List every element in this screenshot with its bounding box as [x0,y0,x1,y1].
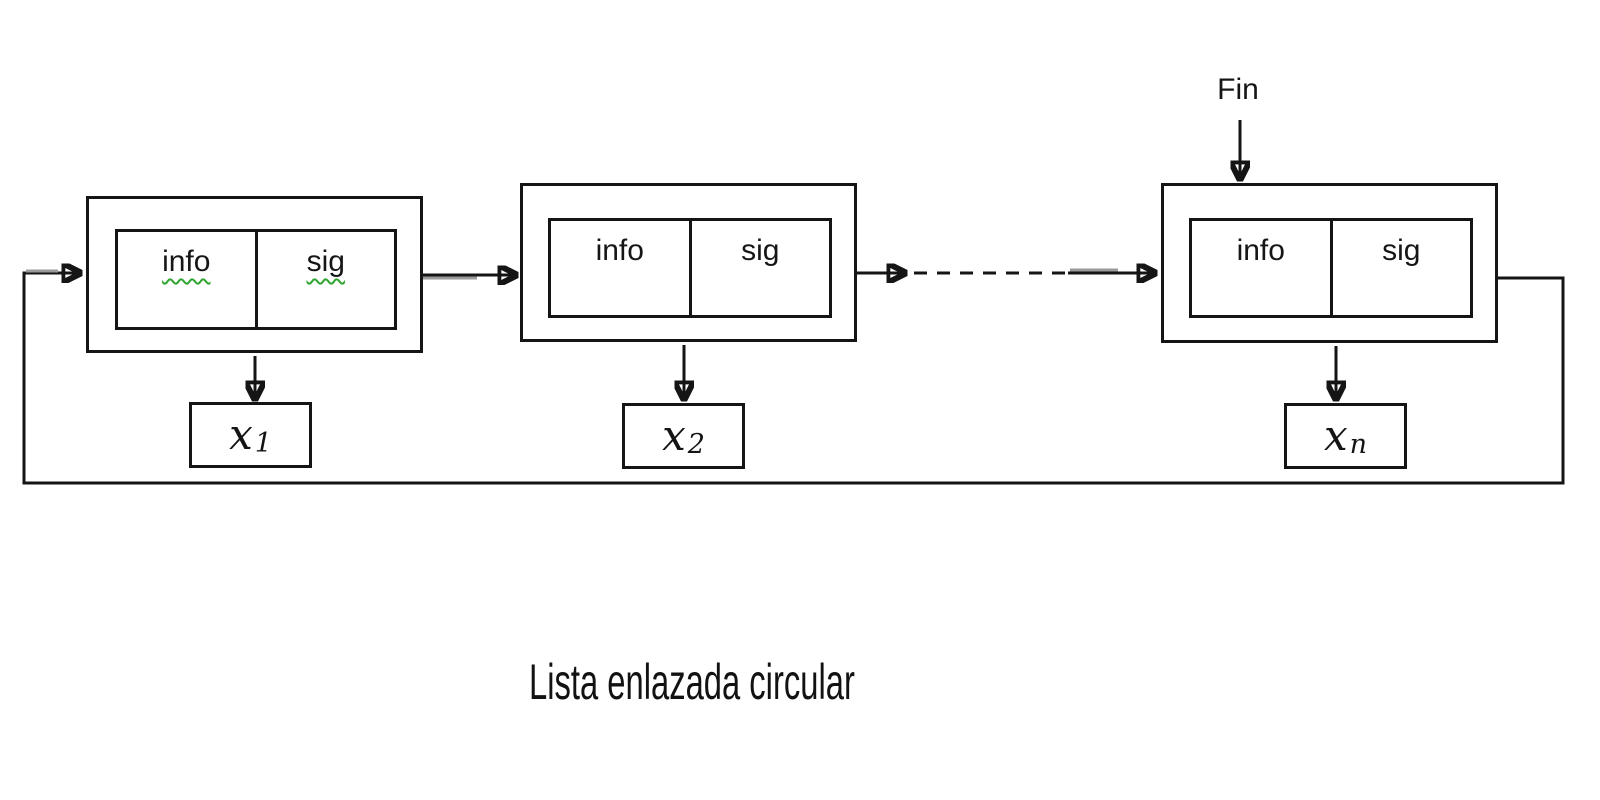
node-1-info-cell: info [118,232,255,327]
value-xn-base: x [1323,411,1348,460]
value-x1-base: x [229,410,253,459]
node-2-sig-cell: sig [688,221,830,315]
value-x2-base: x [662,411,686,460]
node-n-info-label: info [1236,234,1285,267]
node-2-info-label: info [595,234,644,267]
node-2-box: info sig [520,183,857,342]
node-1-box: info sig [86,196,423,353]
node-2-sig-label: sig [741,234,780,267]
node-1-record: info sig [115,229,397,330]
node-n-record: info sig [1189,218,1473,318]
node-n-box: info sig [1161,183,1498,343]
node-n-sig-label: sig [1382,234,1421,267]
value-box-xn: x n [1284,403,1407,469]
node-2-record: info sig [548,218,832,318]
fin-pointer-label: Fin [1217,73,1259,106]
node-1-sig-label: sig [306,245,345,278]
node-n-sig-cell: sig [1329,221,1471,315]
value-xn-subscript: n [1349,428,1368,460]
diagram-caption: Lista enlazada circular [529,654,855,710]
node-2-info-cell: info [551,221,689,315]
value-box-x1: x 1 [189,402,312,468]
node-1-info-label: info [162,245,211,278]
value-x2-subscript: 2 [687,428,705,460]
value-box-x2: x 2 [622,403,745,469]
circular-loop-connector [22,273,1565,485]
node-1-sig-cell: sig [254,232,395,327]
value-x1-subscript: 1 [254,427,272,459]
node-n-info-cell: info [1192,221,1330,315]
